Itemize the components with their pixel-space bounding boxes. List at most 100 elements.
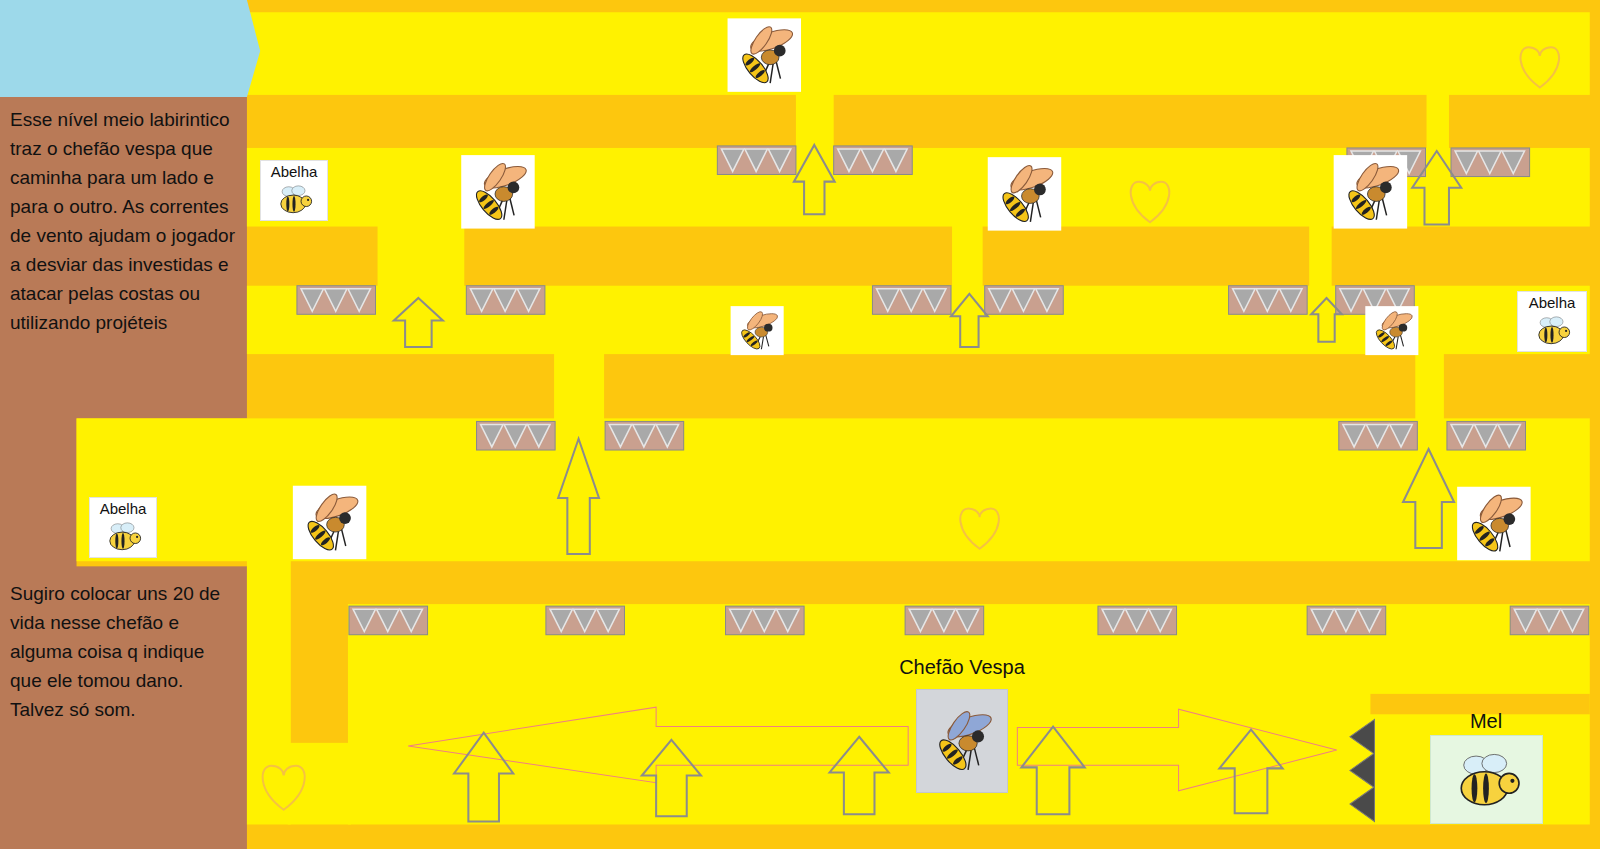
- corridor: [1427, 92, 1449, 151]
- wind-arrow: [642, 740, 701, 817]
- wasp-head: [774, 45, 786, 57]
- bee-head: [301, 196, 312, 207]
- spike: [838, 149, 860, 171]
- heart-pickup: [1131, 182, 1170, 222]
- spike: [301, 289, 323, 311]
- wasp-head: [508, 182, 520, 194]
- wasp-leg: [1506, 529, 1510, 547]
- wind-arrow: [830, 737, 889, 815]
- bee-icon: [101, 518, 145, 555]
- spike-strip: [297, 286, 376, 315]
- spike: [721, 149, 743, 171]
- wasp-leg: [770, 64, 773, 83]
- spike: [633, 425, 655, 447]
- spike: [777, 609, 799, 631]
- wasp-head: [1503, 513, 1515, 525]
- card-heading: Chefão Vespa: [894, 655, 1030, 679]
- spike: [1538, 609, 1560, 631]
- spike-strip: [605, 421, 684, 450]
- wasp-leg: [968, 750, 971, 770]
- bee-eye: [1565, 330, 1567, 332]
- spike: [1479, 151, 1501, 173]
- bee-head: [130, 533, 141, 544]
- spike: [923, 289, 945, 311]
- spike-base: [834, 146, 913, 175]
- spike: [1233, 289, 1255, 311]
- spike: [861, 149, 883, 171]
- spike: [1366, 425, 1388, 447]
- spike: [1149, 609, 1171, 631]
- wasp-leg: [1036, 200, 1040, 218]
- spike: [989, 289, 1011, 311]
- wasp-stripe: [946, 748, 959, 760]
- spike-strip: [985, 286, 1064, 315]
- spike-base: [1339, 421, 1418, 450]
- bee-label: Abelha: [271, 163, 318, 181]
- wind-arrow: [454, 733, 513, 822]
- wasp-bg: [293, 486, 366, 559]
- spike-strip: [872, 286, 951, 315]
- side-spike: [1350, 753, 1374, 788]
- wasp-leg: [1400, 335, 1403, 347]
- spike: [517, 289, 539, 311]
- spike: [348, 289, 370, 311]
- wind-arrow: [1403, 449, 1454, 548]
- wasp-stripe: [1484, 537, 1495, 548]
- bee-stripe: [286, 196, 289, 211]
- corridor: [247, 558, 291, 824]
- spike: [481, 425, 503, 447]
- wasp-stripe: [1478, 530, 1491, 542]
- spike: [768, 149, 790, 171]
- spike: [470, 289, 492, 311]
- wasp-leg: [766, 335, 769, 347]
- wasp-leg: [1382, 198, 1386, 216]
- spike-base: [1307, 606, 1386, 635]
- spike-base: [1510, 606, 1589, 635]
- wasp-enemy: [731, 306, 784, 355]
- spike: [400, 609, 422, 631]
- wasp-stripe: [744, 56, 755, 66]
- spike: [877, 289, 899, 311]
- bee-eye: [307, 199, 309, 201]
- wasp-stripe: [482, 199, 495, 211]
- spike: [1012, 289, 1034, 311]
- corridor: [1415, 351, 1444, 421]
- spike: [609, 425, 631, 447]
- bee-eye: [136, 536, 138, 538]
- spike-strip: [466, 286, 545, 315]
- wind-arrow: [1412, 151, 1461, 224]
- wasp-stripe: [320, 536, 331, 547]
- bee-wing: [121, 523, 134, 533]
- bee-stripe: [1483, 773, 1489, 803]
- wind-arrow: [558, 439, 599, 554]
- spike-base: [872, 286, 951, 315]
- spike-strip: [349, 606, 428, 635]
- spike: [573, 609, 595, 631]
- boss-path-arrow: [1017, 709, 1336, 791]
- bee-label: Abelha: [1529, 294, 1576, 312]
- spike-base: [349, 606, 428, 635]
- wasp-stripe: [754, 69, 765, 80]
- wasp-stripe: [1355, 199, 1368, 211]
- spike: [597, 609, 619, 631]
- wasp-stripe: [1350, 193, 1361, 203]
- bee-wing: [1482, 754, 1507, 772]
- corridor: [796, 92, 834, 151]
- spike: [1455, 151, 1477, 173]
- wasp-leg: [776, 61, 780, 79]
- spike-base: [546, 606, 625, 635]
- spike: [1451, 425, 1473, 447]
- wasp-stripe: [743, 332, 751, 339]
- spike: [745, 149, 767, 171]
- spike-base: [717, 146, 796, 175]
- heart-layer: [263, 47, 1559, 810]
- spike: [324, 289, 346, 311]
- spike-base: [477, 421, 556, 450]
- wasp-leg: [761, 336, 763, 349]
- goal-card: Chefão Vespa: [894, 655, 1030, 793]
- spike: [1390, 425, 1412, 447]
- spike-base: [466, 286, 545, 315]
- spike: [1280, 289, 1302, 311]
- wasp-stripe: [1015, 207, 1026, 218]
